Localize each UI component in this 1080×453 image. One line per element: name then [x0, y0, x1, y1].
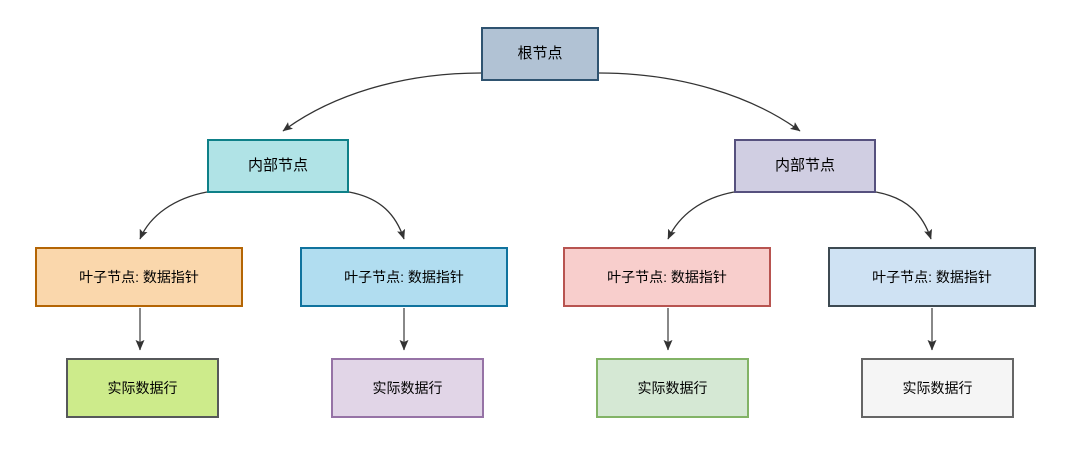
edge-internal-left-leaf-1	[139, 191, 208, 240]
node-leaf-3[interactable]: 叶子节点: 数据指针	[563, 247, 771, 307]
edge-root-internal-left	[282, 72, 482, 132]
node-internal-right-label: 内部节点	[774, 157, 835, 174]
node-data-row-4[interactable]: 实际数据行	[861, 358, 1014, 418]
node-leaf-1-label: 叶子节点: 数据指针	[79, 268, 199, 285]
node-data-row-3[interactable]: 实际数据行	[596, 358, 749, 418]
node-leaf-4[interactable]: 叶子节点: 数据指针	[828, 247, 1036, 307]
node-internal-right[interactable]: 内部节点	[734, 139, 876, 193]
node-leaf-4-label: 叶子节点: 数据指针	[872, 268, 992, 285]
edge-root-internal-right	[598, 72, 801, 132]
node-leaf-1[interactable]: 叶子节点: 数据指针	[35, 247, 243, 307]
edge-internal-left-leaf-2	[348, 191, 405, 240]
node-leaf-2-label: 叶子节点: 数据指针	[344, 268, 464, 285]
node-data-row-2[interactable]: 实际数据行	[331, 358, 484, 418]
node-root[interactable]: 根节点	[481, 27, 599, 81]
node-data-row-4-label: 实际数据行	[902, 379, 973, 396]
node-leaf-3-label: 叶子节点: 数据指针	[607, 268, 727, 285]
node-data-row-3-label: 实际数据行	[637, 379, 708, 396]
node-leaf-2[interactable]: 叶子节点: 数据指针	[300, 247, 508, 307]
node-data-row-2-label: 实际数据行	[372, 379, 443, 396]
edge-internal-right-leaf-4	[875, 191, 932, 240]
node-internal-left-label: 内部节点	[247, 157, 308, 174]
edge-internal-right-leaf-3	[667, 191, 735, 240]
node-root-label: 根节点	[517, 45, 563, 62]
node-data-row-1[interactable]: 实际数据行	[66, 358, 219, 418]
node-data-row-1-label: 实际数据行	[107, 379, 178, 396]
node-internal-left[interactable]: 内部节点	[207, 139, 349, 193]
